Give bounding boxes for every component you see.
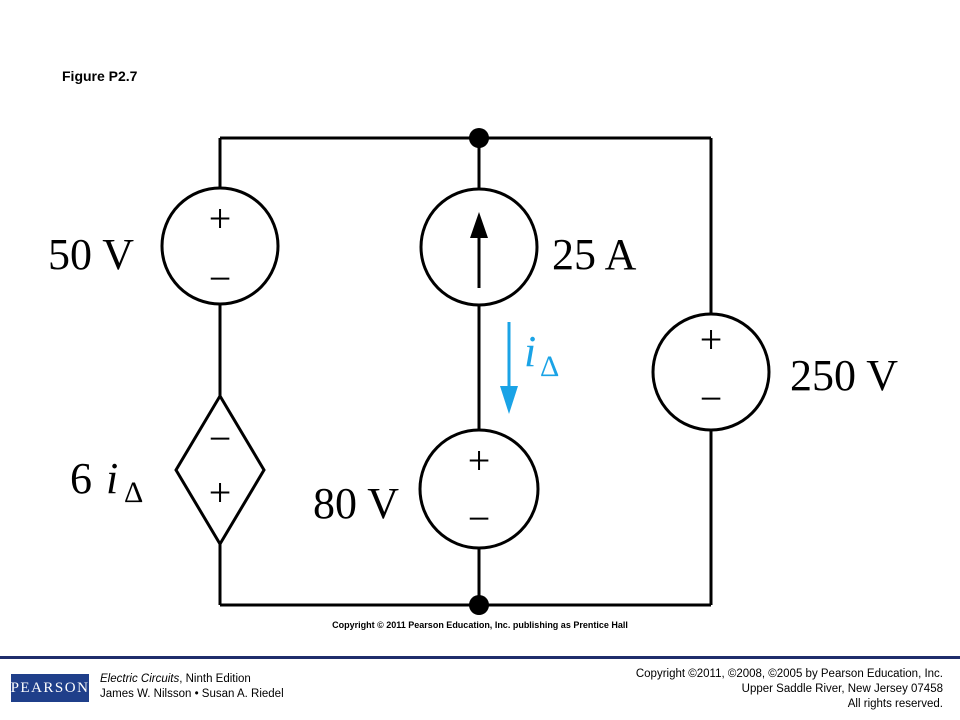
rights-line-2: Upper Saddle River, New Jersey 07458 xyxy=(741,683,943,695)
rights-info: Copyright ©2011, ©2008, ©2005 by Pearson… xyxy=(636,667,943,712)
pearson-logo: PEARSON xyxy=(11,674,89,702)
minus-dependent: − xyxy=(209,416,232,461)
figure-title: Figure P2.7 xyxy=(62,68,138,84)
label-dependent-sub: Δ xyxy=(124,476,143,509)
book-title-line: Electric Circuits, Ninth Edition xyxy=(100,672,284,687)
label-dependent-var: i xyxy=(106,454,118,503)
current-label-var: i xyxy=(524,327,536,376)
minus-250v: − xyxy=(700,376,723,421)
book-edition: , Ninth Edition xyxy=(179,673,251,685)
book-info: Electric Circuits, Ninth Edition James W… xyxy=(100,672,284,702)
plus-250v: + xyxy=(700,317,723,362)
top-node-dot xyxy=(469,128,489,148)
label-dependent-coef: 6 xyxy=(70,454,92,503)
bottom-node-dot xyxy=(469,595,489,615)
minus-50v: − xyxy=(209,256,232,301)
plus-dependent: + xyxy=(209,470,232,515)
label-50v: 50 V xyxy=(48,230,134,279)
plus-80v: + xyxy=(468,438,491,483)
rights-line-3: All rights reserved. xyxy=(847,698,943,710)
label-dependent: 6 i Δ xyxy=(70,454,143,509)
down-arrow-icon xyxy=(500,386,518,414)
current-source-arrow-icon xyxy=(470,212,488,288)
label-25a: 25 A xyxy=(552,230,637,279)
book-authors: James W. Nilsson • Susan A. Riedel xyxy=(100,688,284,700)
book-title: Electric Circuits xyxy=(100,673,180,685)
dependent-voltage-source xyxy=(174,393,266,547)
label-250v: 250 V xyxy=(790,351,898,400)
current-label-sub: Δ xyxy=(540,350,559,383)
footer-divider xyxy=(0,656,960,659)
minus-80v: − xyxy=(468,496,491,541)
plus-50v: + xyxy=(209,196,232,241)
circuit-diagram: + − + − + − − + 50 V 25 A 80 V 250 V 6 i… xyxy=(48,128,898,615)
current-indicator: i Δ xyxy=(500,322,559,414)
figure-copyright: Copyright © 2011 Pearson Education, Inc.… xyxy=(332,620,628,630)
label-80v: 80 V xyxy=(313,479,399,528)
rights-line-1: Copyright ©2011, ©2008, ©2005 by Pearson… xyxy=(635,668,943,680)
current-source-25a xyxy=(419,187,539,307)
voltage-source-80v xyxy=(418,428,540,550)
voltage-source-250v xyxy=(651,312,771,432)
voltage-source-50v xyxy=(160,186,280,306)
